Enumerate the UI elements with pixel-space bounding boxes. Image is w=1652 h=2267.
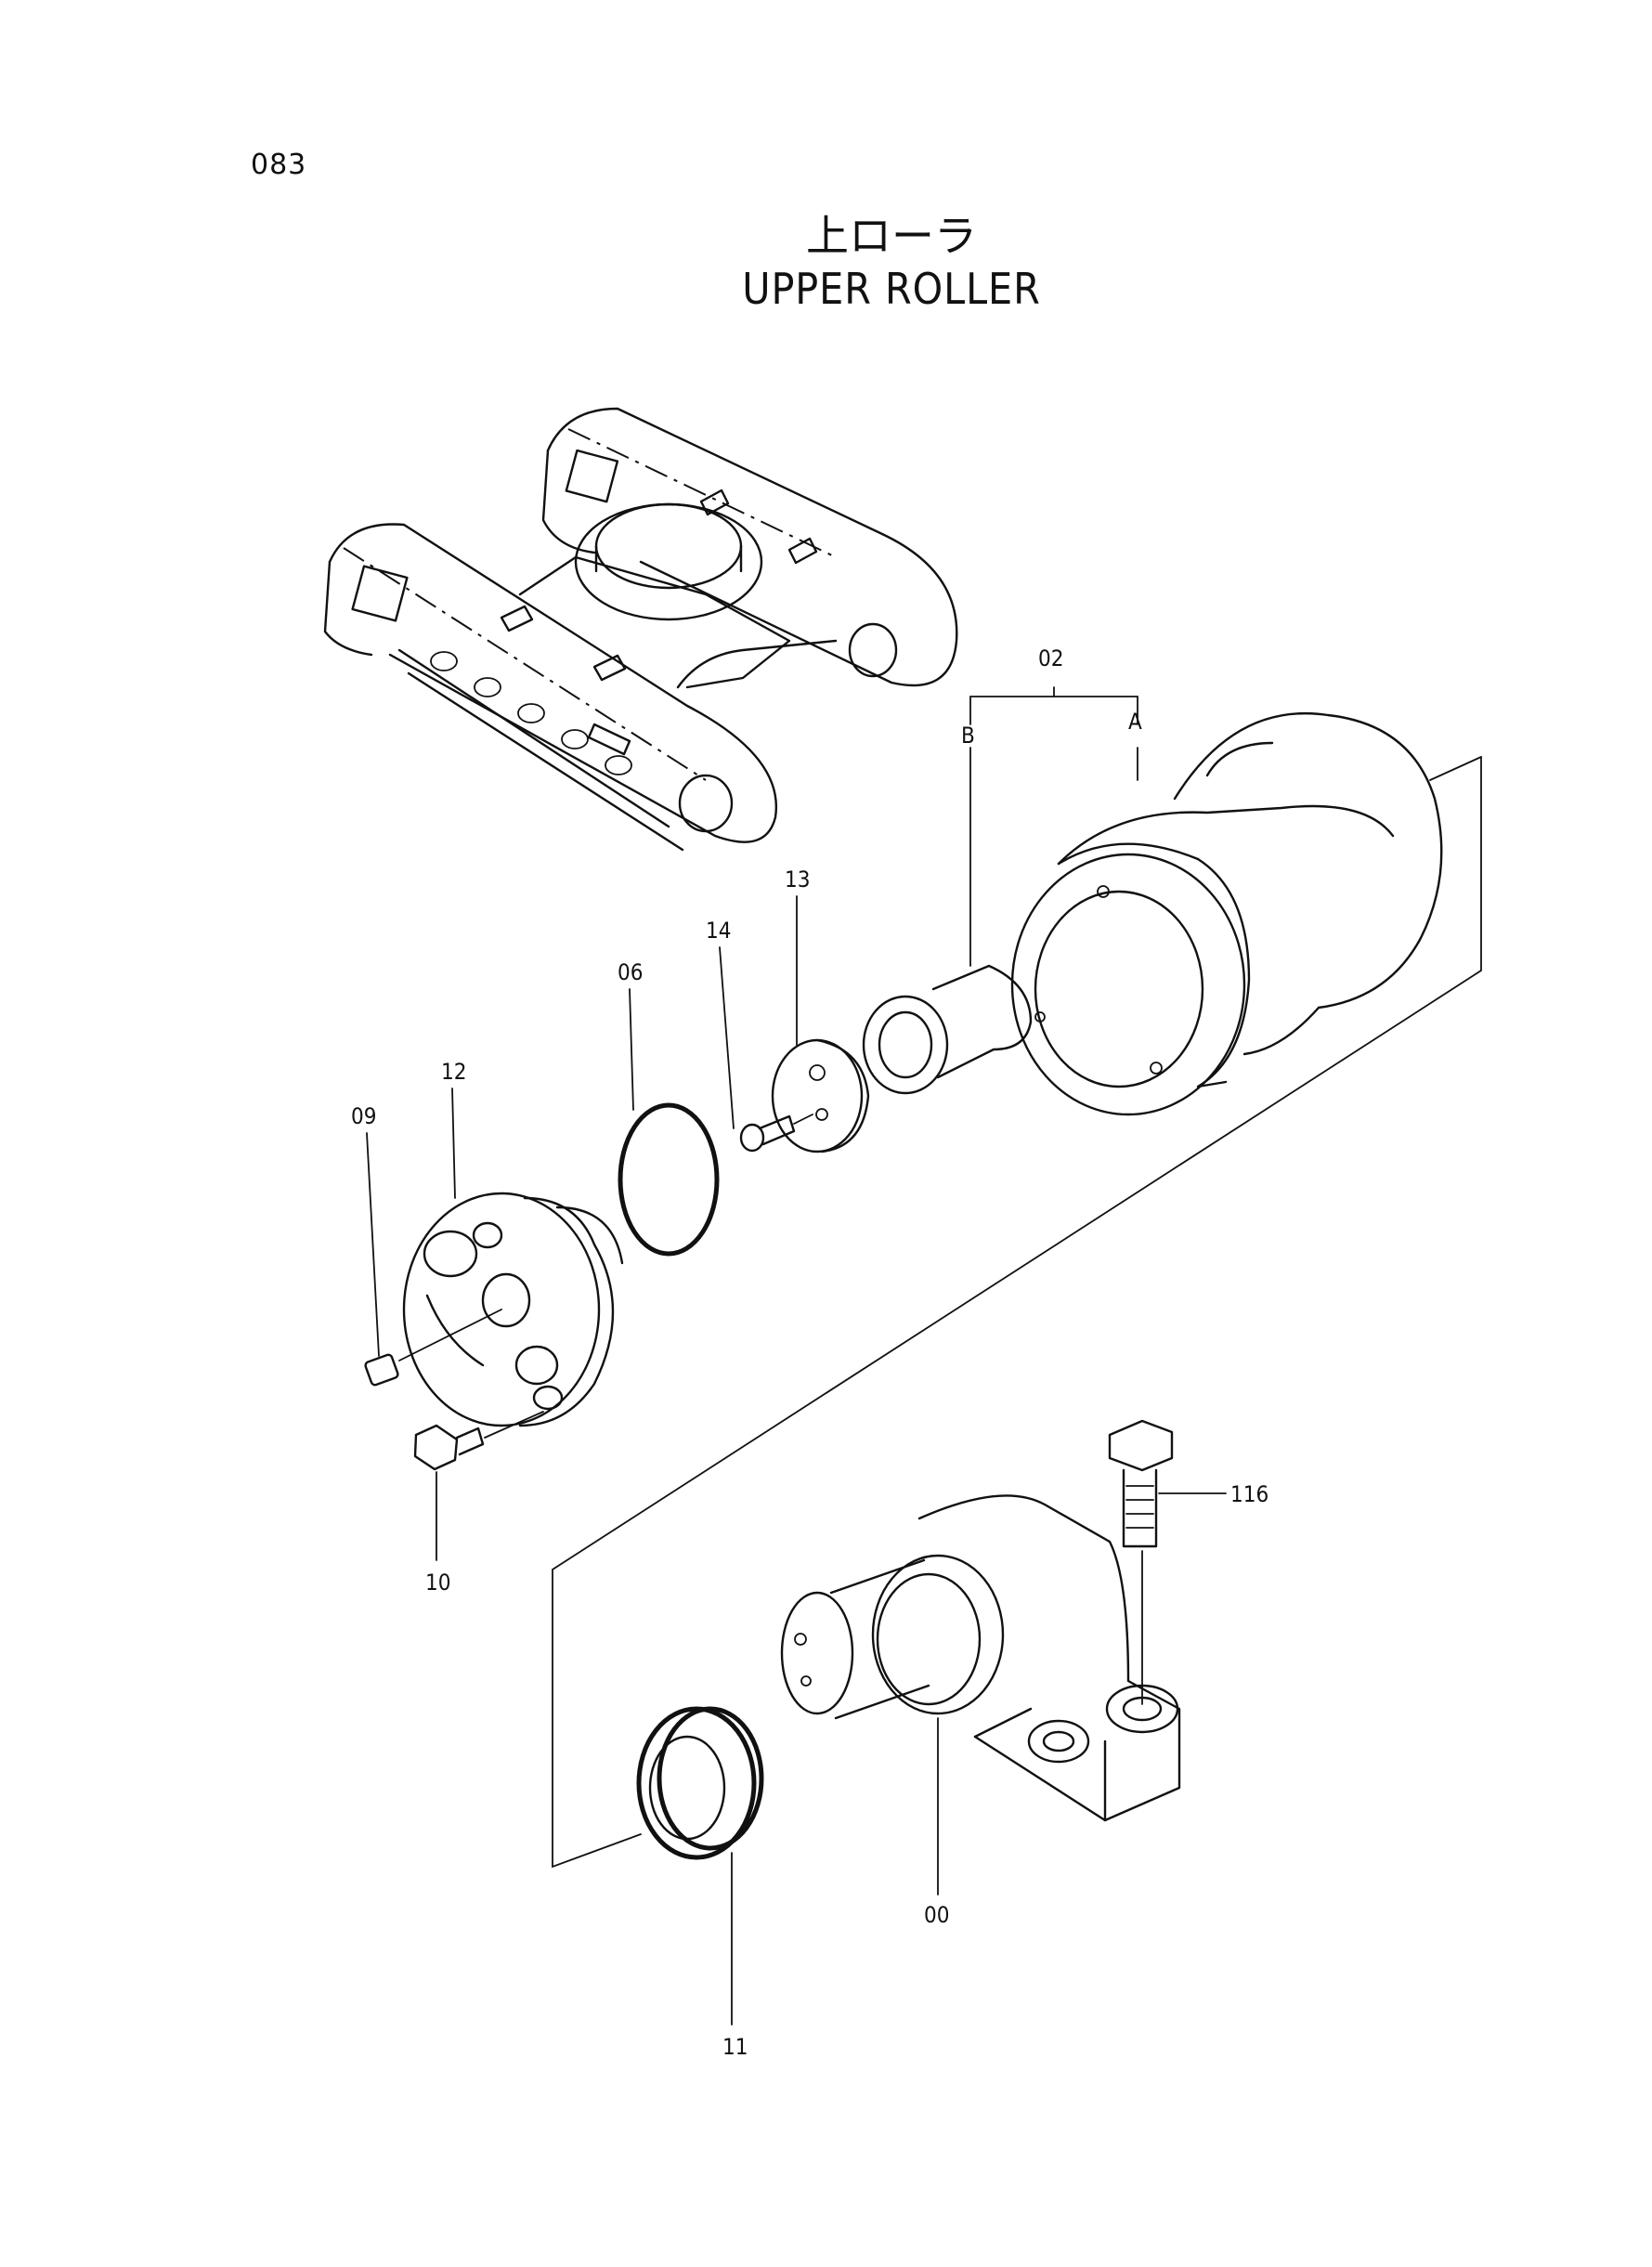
- callout-02: 02: [1038, 645, 1063, 671]
- exploded-view-frame: [552, 756, 1482, 1869]
- callout-11: 11: [722, 2034, 748, 2060]
- callout-06: 06: [618, 959, 643, 985]
- part-shaft-bracket-00: [780, 1494, 1181, 1822]
- page-number: 083: [251, 149, 307, 181]
- track-frame-illustration: [323, 407, 958, 852]
- callout-10: 10: [425, 1570, 450, 1596]
- callout-00: 00: [924, 1902, 949, 1928]
- leader-lines: [366, 686, 1227, 2026]
- part-bolt-116: [1108, 1419, 1174, 1705]
- callout-02-b: B: [961, 723, 975, 749]
- callout-13: 13: [785, 866, 810, 892]
- callout-116: 116: [1230, 1481, 1268, 1507]
- part-plug-09: [364, 1309, 502, 1387]
- title-block: 上ローラ UPPER ROLLER: [641, 209, 1142, 315]
- callout-02-a: A: [1128, 709, 1142, 735]
- part-screw-14: [739, 1114, 813, 1153]
- callout-labels: 02 A B 13 14 06 12 09 10 116 00 11: [351, 645, 1268, 2060]
- callout-14: 14: [706, 918, 731, 944]
- part-bolt-10: [413, 1411, 544, 1471]
- part-roller-02: [862, 711, 1443, 1116]
- part-seal-11: [636, 1706, 764, 1860]
- title-japanese: 上ローラ: [806, 211, 977, 261]
- part-o-ring-06: [618, 1102, 720, 1257]
- title-english: UPPER ROLLER: [742, 264, 1041, 314]
- callout-12: 12: [441, 1059, 466, 1085]
- part-cover-12: [402, 1192, 624, 1427]
- callout-09: 09: [351, 1103, 376, 1129]
